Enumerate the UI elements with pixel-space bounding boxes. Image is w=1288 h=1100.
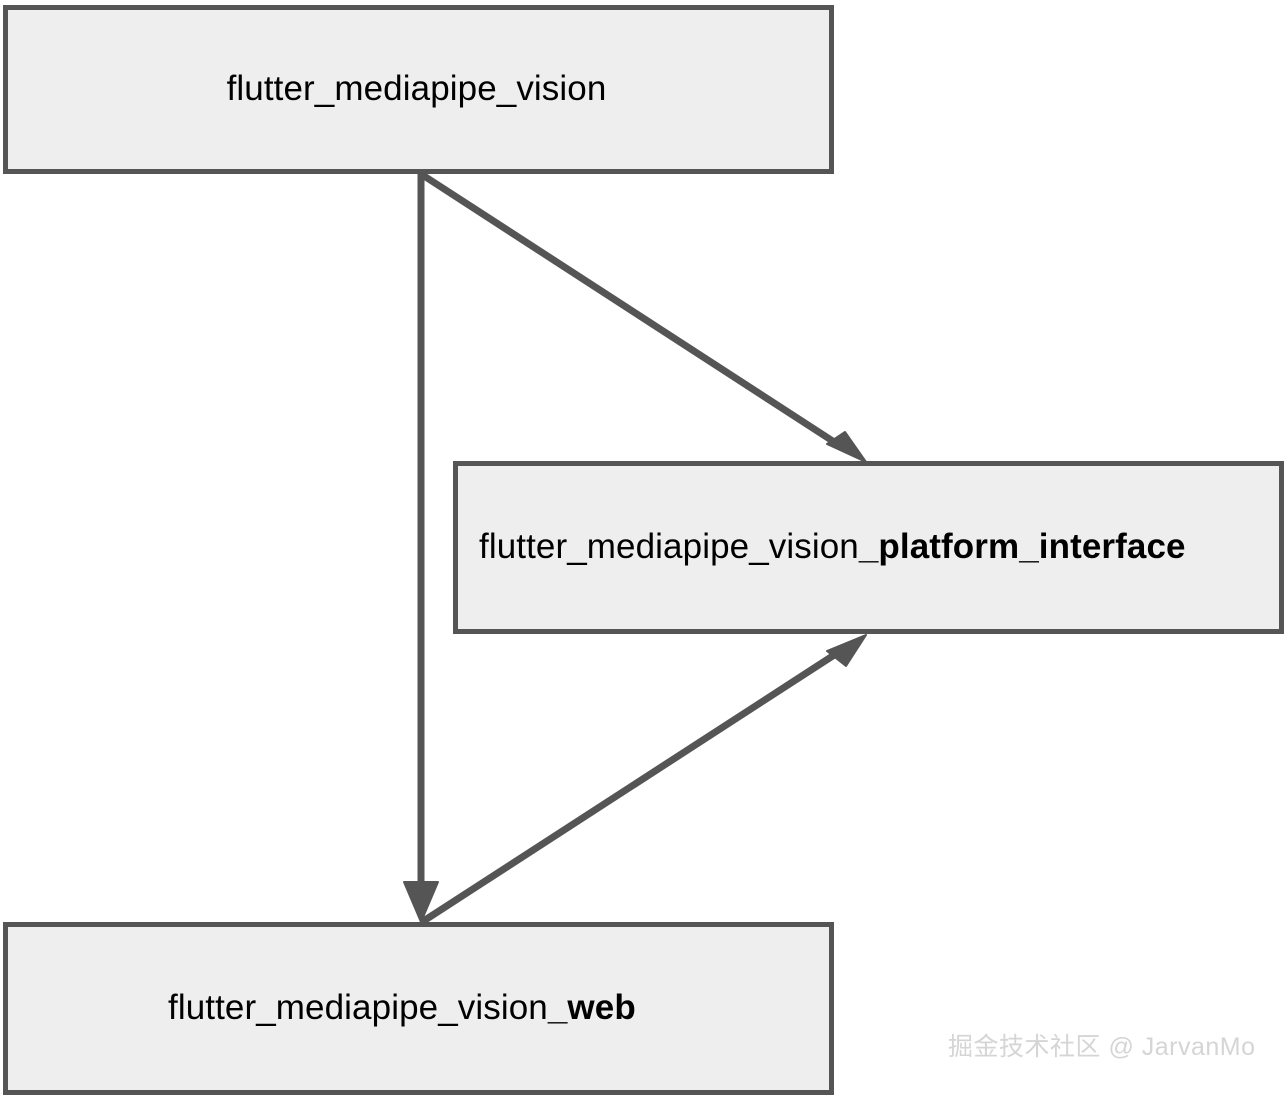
node-label-regular: flutter_mediapipe_vision [168,988,548,1028]
node-flutter-mediapipe-vision-platform-interface[interactable]: flutter_mediapipe_vision_platform_interf… [453,461,1284,634]
node-label: flutter_mediapipe_vision [8,70,829,109]
node-label: flutter_mediapipe_vision_web [8,989,829,1028]
edge-root-to-platform-interface [419,171,867,463]
watermark-text: 掘金技术社区 @ JarvanMo [948,1033,1256,1061]
node-label-regular: flutter_mediapipe_vision [226,69,607,109]
node-label: flutter_mediapipe_vision_platform_interf… [458,528,1279,567]
node-label-regular: flutter_mediapipe_vision [479,527,859,567]
node-flutter-mediapipe-vision[interactable]: flutter_mediapipe_vision [3,5,834,174]
node-flutter-mediapipe-vision-web[interactable]: flutter_mediapipe_vision_web [3,922,834,1095]
edge-web-to-platform-interface [420,634,867,925]
node-label-bold: _web [547,988,636,1028]
edge-root-to-web [403,174,439,923]
node-label-bold: _platform_interface [858,527,1186,567]
